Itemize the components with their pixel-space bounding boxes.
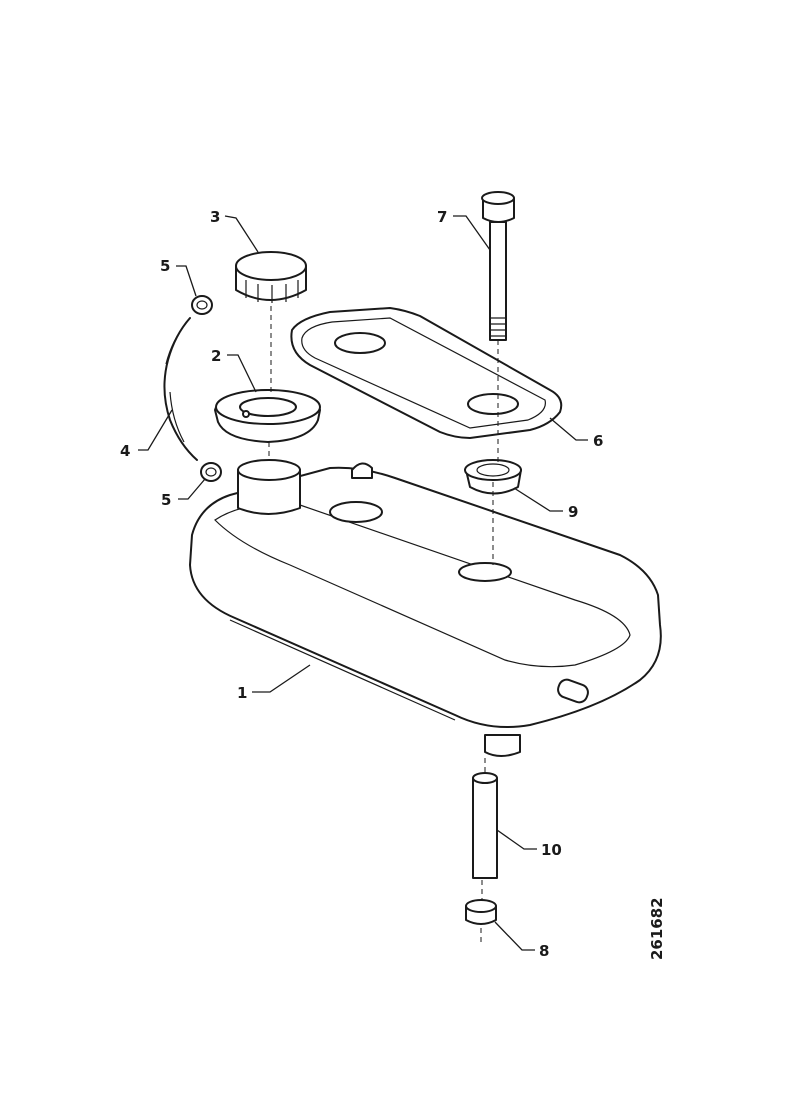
- nut: [465, 899, 497, 925]
- ring-upper: [191, 295, 213, 315]
- part-labels: 3 5 2 4 5 1 7 6 9 10 8: [120, 208, 603, 960]
- label-9: 9: [568, 503, 578, 521]
- filler-cap: [235, 251, 307, 303]
- label-7: 7: [437, 208, 447, 226]
- label-6: 6: [593, 432, 603, 450]
- chain: [163, 317, 198, 461]
- assembly-axes: [268, 306, 499, 945]
- fuel-tank: [189, 459, 662, 757]
- label-5-upper: 5: [160, 257, 170, 275]
- label-3: 3: [210, 208, 220, 226]
- ring-lower: [200, 462, 222, 482]
- label-5-lower: 5: [161, 491, 171, 509]
- label-2: 2: [211, 347, 221, 365]
- label-4: 4: [120, 442, 130, 460]
- filler-gasket: [214, 389, 321, 443]
- figure-reference-number: 261682: [648, 897, 666, 960]
- leader-lines: [138, 215, 588, 951]
- bolt: [481, 191, 515, 341]
- spacer-tube: [472, 772, 498, 879]
- label-1: 1: [237, 684, 247, 702]
- label-10: 10: [541, 841, 562, 859]
- clamp-strap: [290, 307, 563, 439]
- grommet: [464, 459, 522, 495]
- label-8: 8: [539, 942, 549, 960]
